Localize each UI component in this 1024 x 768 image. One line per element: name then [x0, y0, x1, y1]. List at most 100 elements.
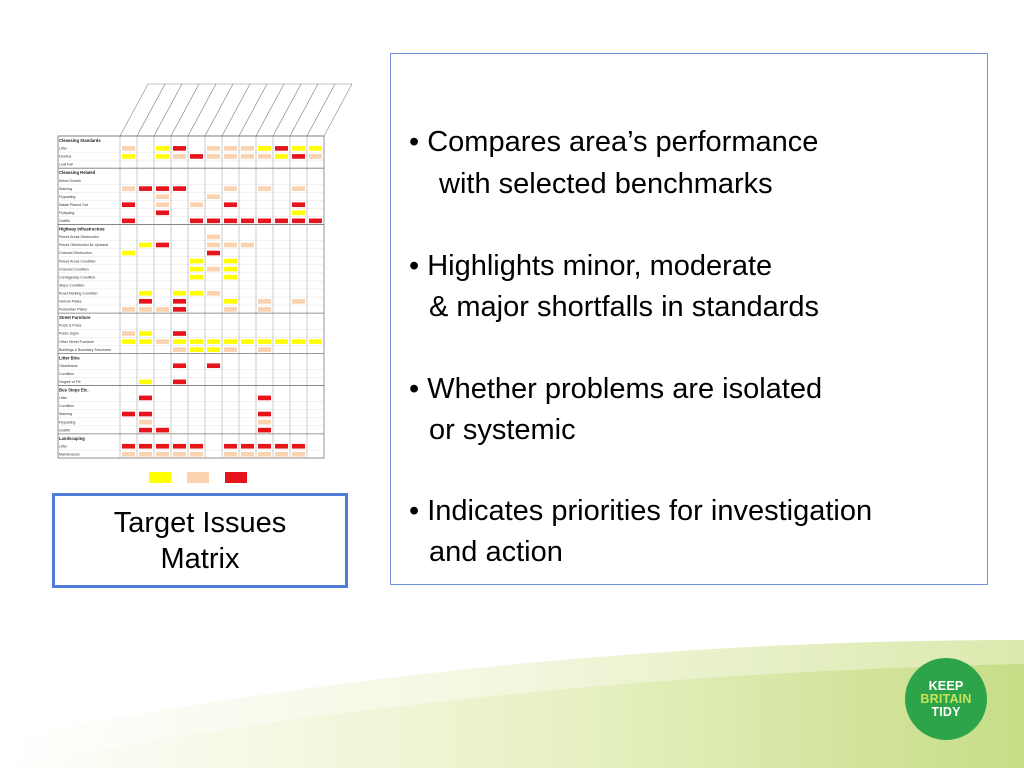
matrix-cell: [207, 266, 220, 272]
matrix-section-title: Street Furniture: [59, 315, 91, 320]
matrix-row-label: Degree of Fill: [59, 380, 81, 384]
matrix-cell: [190, 258, 203, 264]
matrix-cell: [156, 194, 169, 199]
matrix-cell: [190, 218, 203, 224]
bullet-2-line-2: & major shortfalls in standards: [429, 291, 820, 323]
matrix-cell: [224, 146, 237, 151]
matrix-cell: [139, 443, 152, 449]
matrix-cell: [258, 411, 271, 417]
matrix-cell: [156, 202, 169, 208]
matrix-cell: [309, 339, 322, 344]
matrix-section-title: Cleansing Related: [59, 170, 96, 175]
matrix-cell: [173, 379, 186, 385]
matrix-cell: [122, 202, 135, 208]
matrix-legend-swatch: [187, 472, 209, 483]
matrix-cell: [190, 274, 203, 280]
matrix-cell: [224, 347, 237, 352]
matrix-cell: [241, 242, 254, 248]
matrix-row-label: Flytipping: [59, 211, 74, 215]
matrix-row-label: Leaf Fall: [59, 163, 73, 167]
matrix-cell: [258, 427, 271, 433]
matrix-cell: [156, 451, 169, 457]
matrix-cell: [190, 202, 203, 208]
matrix-cell: [139, 411, 152, 417]
matrix-cell: [258, 451, 271, 457]
matrix-cell: [275, 218, 288, 224]
matrix-cell: [156, 427, 169, 433]
matrix-cell: [173, 331, 186, 336]
matrix-cell: [122, 154, 135, 159]
matrix-cell: [173, 290, 186, 296]
bullet-1-line-2: with selected benchmarks: [439, 168, 773, 200]
matrix-row-label: Vehicle Plates: [59, 300, 82, 304]
matrix-cell: [309, 146, 322, 151]
matrix-cell: [156, 307, 169, 312]
matrix-cell: [156, 154, 169, 159]
matrix-cell: [207, 234, 220, 240]
matrix-cell: [190, 451, 203, 457]
logo-line-2: BRITAIN: [920, 691, 972, 706]
matrix-cell: [139, 427, 152, 433]
matrix-cell: [224, 274, 237, 280]
logo-line-1: KEEP: [928, 678, 964, 693]
matrix-cell: [258, 154, 271, 159]
matrix-cell: [156, 186, 169, 191]
matrix-cell: [207, 250, 220, 256]
matrix-row-label: Condition: [59, 372, 74, 376]
matrix-cell: [258, 347, 271, 352]
matrix-row-label: Maintenance: [59, 452, 80, 456]
matrix-cell: [139, 242, 152, 248]
matrix-cell: [292, 443, 305, 449]
matrix-cell: [173, 299, 186, 304]
matrix-cell: [275, 146, 288, 151]
matrix-row-label: Posts & Poles: [59, 324, 82, 328]
matrix-cell: [207, 347, 220, 352]
matrix-row-label: Pedestrian Plates: [59, 308, 87, 312]
matrix-cell: [241, 451, 254, 457]
matrix-cell: [207, 146, 220, 151]
bullet-2-line-1: • Highlights minor, moderate: [409, 250, 773, 282]
matrix-cell: [224, 154, 237, 159]
matrix-cell: [258, 443, 271, 449]
matrix-cell: [224, 218, 237, 224]
matrix-section-title: Cleansing Standards: [59, 138, 101, 143]
matrix-cell: [224, 242, 237, 248]
matrix-cell: [190, 290, 203, 296]
matrix-cell: [258, 299, 271, 304]
matrix-cell: [241, 218, 254, 224]
matrix-cell: [258, 307, 271, 312]
matrix-cell: [224, 299, 237, 304]
matrix-cell: [207, 339, 220, 344]
matrix-cell: [207, 363, 220, 369]
matrix-cell: [292, 339, 305, 344]
matrix-cell: [122, 331, 135, 336]
matrix-row-label: Litter: [59, 444, 68, 448]
matrix-cell: [241, 339, 254, 344]
matrix-row-label: Channel Obstruction: [59, 251, 92, 255]
matrix-section-title: Bus Stops Etc.: [59, 388, 89, 393]
bullet-1-line-1: • Compares area’s performance: [409, 126, 819, 158]
matrix-cell: [224, 186, 237, 191]
matrix-row-label: Carriageway Condition: [59, 275, 95, 279]
matrix-cell: [122, 186, 135, 191]
matrix-row-label: Paved Areas Condition: [59, 259, 96, 263]
matrix-cell: [122, 146, 135, 151]
matrix-cell: [156, 339, 169, 344]
matrix-cell: [292, 218, 305, 224]
matrix-cell: [258, 218, 271, 224]
caption-line-1: Target Issues: [113, 506, 287, 539]
matrix-cell: [309, 154, 322, 159]
matrix-cell: [173, 347, 186, 352]
matrix-cell: [224, 266, 237, 272]
matrix-cell: [275, 451, 288, 457]
matrix-row-label: Flyposting: [59, 420, 75, 424]
matrix-section-title: Litter Bins: [59, 355, 80, 360]
matrix-row-label: Condition: [59, 404, 74, 408]
matrix-cell: [292, 202, 305, 208]
matrix-cell: [139, 331, 152, 336]
matrix-row-label: Channel Condition: [59, 267, 89, 271]
matrix-cell: [190, 266, 203, 272]
matrix-section-title: Landscaping: [59, 436, 85, 441]
matrix-cell: [139, 186, 152, 191]
matrix-cell: [173, 146, 186, 151]
